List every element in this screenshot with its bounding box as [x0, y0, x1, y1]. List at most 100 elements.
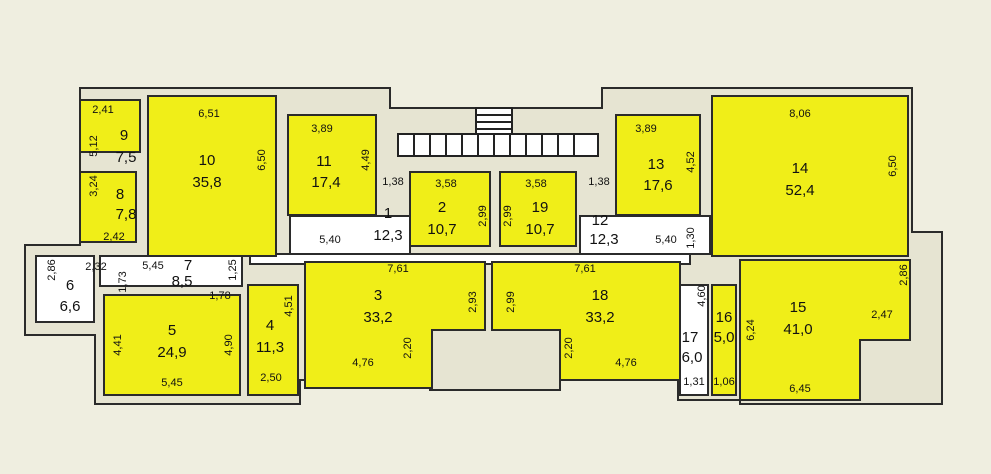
room-19-num: 19	[532, 199, 549, 216]
dimension-label: 7,61	[387, 263, 408, 275]
room-16	[711, 284, 737, 396]
dimension-label: 2,99	[505, 291, 517, 312]
dimension-label: 2,20	[402, 337, 414, 358]
room-12-area: 12,3	[589, 231, 618, 248]
room-6-num: 6	[66, 277, 74, 294]
room-19-area: 10,7	[525, 221, 554, 238]
dimension-label: 1,38	[588, 176, 609, 188]
dimension-label: 7,61	[574, 263, 595, 275]
room-16-num: 16	[716, 309, 733, 326]
room-8	[79, 171, 137, 243]
dimension-label: 1,25	[227, 259, 239, 280]
dimension-label: 5,40	[319, 234, 340, 246]
room-4-num: 4	[266, 317, 274, 334]
room-8-area: 7,8	[116, 206, 137, 223]
dimension-label: 1,31	[683, 376, 704, 388]
room-6-area: 6,6	[60, 298, 81, 315]
room-10-num: 10	[199, 152, 216, 169]
dimension-label: 2,47	[871, 309, 892, 321]
dimension-label: 3,24	[88, 175, 100, 196]
dimension-label: 6,24	[745, 319, 757, 340]
dimension-label: 4,60	[696, 285, 708, 306]
room-5-num: 5	[168, 322, 176, 339]
room-1	[289, 215, 411, 255]
dimension-label: 2,93	[467, 291, 479, 312]
room-6	[35, 255, 95, 323]
dimension-label: 4,41	[112, 334, 124, 355]
room-9-area: 7,5	[116, 149, 137, 166]
room-5-area: 24,9	[157, 344, 186, 361]
room-13-area: 17,6	[643, 177, 672, 194]
dimension-label: 6,50	[887, 155, 899, 176]
room-12-num: 12	[592, 212, 609, 229]
dimension-label: 2,99	[477, 205, 489, 226]
dimension-label: 4,52	[685, 151, 697, 172]
room-2-num: 2	[438, 199, 446, 216]
room-14-area: 52,4	[785, 182, 814, 199]
room-3-num: 3	[374, 287, 382, 304]
dimension-label: 5,45	[161, 377, 182, 389]
room-18	[491, 261, 681, 381]
room-12	[579, 215, 711, 255]
room-7-num: 7	[184, 257, 192, 274]
room-9-num: 9	[120, 127, 128, 144]
dimension-label: 3,89	[635, 123, 656, 135]
dimension-label: 3,89	[311, 123, 332, 135]
room-5	[103, 294, 241, 396]
dimension-label: 2,32	[85, 261, 106, 273]
dimension-label: 2,99	[502, 205, 514, 226]
dimension-label: 5,45	[142, 260, 163, 272]
dimension-label: 6,45	[789, 383, 810, 395]
dimension-label: 4,76	[615, 357, 636, 369]
room-14	[711, 95, 909, 257]
room-19	[499, 171, 577, 247]
room-13-num: 13	[648, 156, 665, 173]
room-4-area: 11,3	[256, 339, 284, 356]
dimension-label: 2,86	[46, 259, 58, 280]
room-1-num: 1	[384, 205, 392, 222]
room-18-num: 18	[592, 287, 609, 304]
dimension-label: 3,58	[525, 178, 546, 190]
room-2-area: 10,7	[427, 221, 456, 238]
dimension-label: 1,78	[209, 290, 230, 302]
room-3	[304, 261, 486, 389]
room-14-num: 14	[792, 160, 809, 177]
dimension-label: 2,20	[563, 337, 575, 358]
room-8-num: 8	[116, 186, 124, 203]
room-13	[615, 114, 701, 216]
dimension-label: 2,86	[898, 264, 910, 285]
dimension-label: 5,40	[655, 234, 676, 246]
dimension-label: 5,12	[88, 135, 100, 156]
dimension-label: 1,38	[382, 176, 403, 188]
room-16-area: 5,0	[714, 329, 735, 346]
room-11	[287, 114, 377, 216]
dimension-label: 2,41	[92, 104, 113, 116]
room-11-area: 17,4	[311, 174, 340, 191]
dimension-label: 1,73	[117, 271, 129, 292]
room-15	[739, 259, 911, 401]
room-10	[147, 95, 277, 257]
stairs	[397, 107, 599, 157]
room-17-area: 6,0	[682, 349, 703, 366]
room-11-num: 11	[316, 153, 332, 170]
room-2	[409, 171, 491, 247]
dimension-label: 4,76	[352, 357, 373, 369]
room-17-num: 17	[682, 329, 699, 346]
dimension-label: 2,42	[103, 231, 124, 243]
room-3-area: 33,2	[363, 309, 392, 326]
dimension-label: 3,58	[435, 178, 456, 190]
room-10-area: 35,8	[192, 174, 221, 191]
dimension-label: 4,49	[360, 149, 372, 170]
dimension-label: 4,90	[223, 334, 235, 355]
room-15-num: 15	[790, 299, 807, 316]
room-4	[247, 284, 299, 396]
dimension-label: 4,51	[283, 295, 295, 316]
room-1-area: 12,3	[373, 227, 402, 244]
room-7-area: 8,5	[172, 273, 193, 290]
dimension-label: 1,06	[713, 376, 734, 388]
room-15-area: 41,0	[783, 321, 812, 338]
dimension-label: 2,50	[260, 372, 281, 384]
dimension-label: 1,30	[685, 227, 697, 248]
room-18-area: 33,2	[585, 309, 614, 326]
